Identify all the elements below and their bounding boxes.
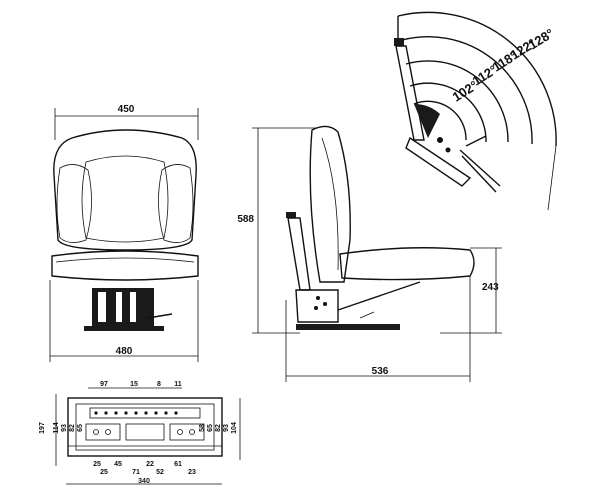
- plate-left-65: 65: [77, 424, 84, 432]
- plate-mount-hole: [189, 429, 195, 435]
- side-suspension-frame: [295, 289, 339, 323]
- suspension-slot-1: [98, 292, 106, 322]
- plate-mount-hole: [177, 429, 183, 435]
- suspension-arm: [337, 281, 421, 311]
- arc-112: [409, 82, 487, 143]
- fan-filled-sector: [414, 103, 440, 138]
- backrest-inner-panel: [81, 155, 169, 243]
- plate-left-114: 114: [53, 422, 60, 433]
- slider-lever: [359, 311, 375, 319]
- side-view: 588 243 536: [237, 125, 502, 382]
- plate-hole: [174, 411, 178, 415]
- plate-top-15: 15: [130, 381, 138, 388]
- plate-left-slot: [85, 423, 121, 441]
- plate-bottom-45: 45: [114, 461, 122, 468]
- plate-outline: [67, 397, 223, 457]
- plate-bottom-25a: 25: [93, 461, 101, 468]
- plate-right-slot: [169, 423, 205, 441]
- arc-118: [405, 60, 509, 143]
- seat-cushion-front: [51, 250, 199, 281]
- plate-right-82: 82: [215, 424, 222, 432]
- suspension-base: [84, 326, 164, 331]
- plate-top-8: 8: [157, 381, 161, 388]
- plate-bottom-22: 22: [146, 461, 154, 468]
- plate-right-58: 58: [199, 424, 206, 432]
- plate-mount-hole: [93, 429, 99, 435]
- plate-left-197: 197: [39, 422, 46, 434]
- fan-bolt-1: [437, 137, 443, 143]
- plate-left-82: 82: [69, 424, 76, 432]
- dim-450: 450: [118, 104, 135, 115]
- suspension-slot-2: [116, 292, 122, 322]
- plate-bottom-25b: 25: [100, 469, 108, 476]
- plate-hole: [164, 411, 168, 415]
- angle-128: 128°: [526, 26, 557, 53]
- adjust-lever: [147, 313, 173, 319]
- fan-lever-2: [461, 155, 497, 193]
- dim-588: 588: [237, 214, 254, 225]
- plate-top-97: 97: [100, 381, 108, 388]
- plate-right-104: 104: [231, 422, 238, 434]
- plate-center-slot: [125, 423, 165, 441]
- bolt-1: [316, 296, 320, 300]
- plate-hole: [124, 411, 128, 415]
- plate-hole: [154, 411, 158, 415]
- armrest-post: [287, 217, 311, 291]
- dim-243: 243: [482, 282, 499, 293]
- side-seat-cushion: [339, 247, 475, 281]
- seat-cushion-line: [55, 257, 195, 263]
- backrest-outer: [53, 129, 197, 251]
- fan-knob: [394, 38, 404, 46]
- fan-lever-3: [465, 135, 487, 147]
- dim-480: 480: [116, 346, 133, 357]
- left-bolster: [56, 164, 92, 243]
- fan-edge-right: [547, 145, 557, 211]
- fan-mechanism-plate: [405, 136, 472, 187]
- plate-bottom-52: 52: [156, 469, 164, 476]
- plate-inner: [75, 403, 215, 451]
- plate-right-93: 93: [223, 424, 230, 432]
- plate-hole: [104, 411, 108, 415]
- armrest-knob-side: [286, 212, 296, 218]
- plate-hole: [94, 411, 98, 415]
- plate-slot-row: [89, 407, 201, 419]
- plate-hole: [144, 411, 148, 415]
- right-bolster: [158, 164, 194, 243]
- plate-mount-hole: [105, 429, 111, 435]
- bolt-3: [314, 306, 318, 310]
- mounting-plate-view: 97 15 8 11 197 114 93 82 65 58 65 82 93 …: [39, 381, 241, 485]
- recline-fan: 102° 112° 118° 122° 128°: [394, 11, 557, 211]
- front-view: 450 480: [49, 104, 199, 362]
- fan-lever-1: [459, 149, 501, 187]
- side-backrest-seam: [321, 137, 339, 271]
- plate-bottom-61: 61: [174, 461, 182, 468]
- plate-right-65: 65: [207, 424, 214, 432]
- dim-536: 536: [372, 366, 389, 377]
- plate-width-340: 340: [138, 478, 150, 485]
- plate-hole: [134, 411, 138, 415]
- arc-122: [401, 35, 533, 145]
- arc-128: [397, 11, 557, 147]
- plate-hole: [114, 411, 118, 415]
- plate-left-93: 93: [61, 424, 68, 432]
- side-backrest: [309, 125, 351, 283]
- fan-backrest-bar: [395, 45, 425, 141]
- suspension-slot-3: [130, 292, 136, 322]
- plate-bottom-23: 23: [188, 469, 196, 476]
- fan-bolt-2: [445, 147, 451, 153]
- side-base-rail: [296, 324, 400, 330]
- bolt-2: [323, 302, 327, 306]
- arc-102: [413, 100, 467, 141]
- plate-top-11: 11: [174, 381, 182, 388]
- plate-bottom-71: 71: [132, 469, 140, 476]
